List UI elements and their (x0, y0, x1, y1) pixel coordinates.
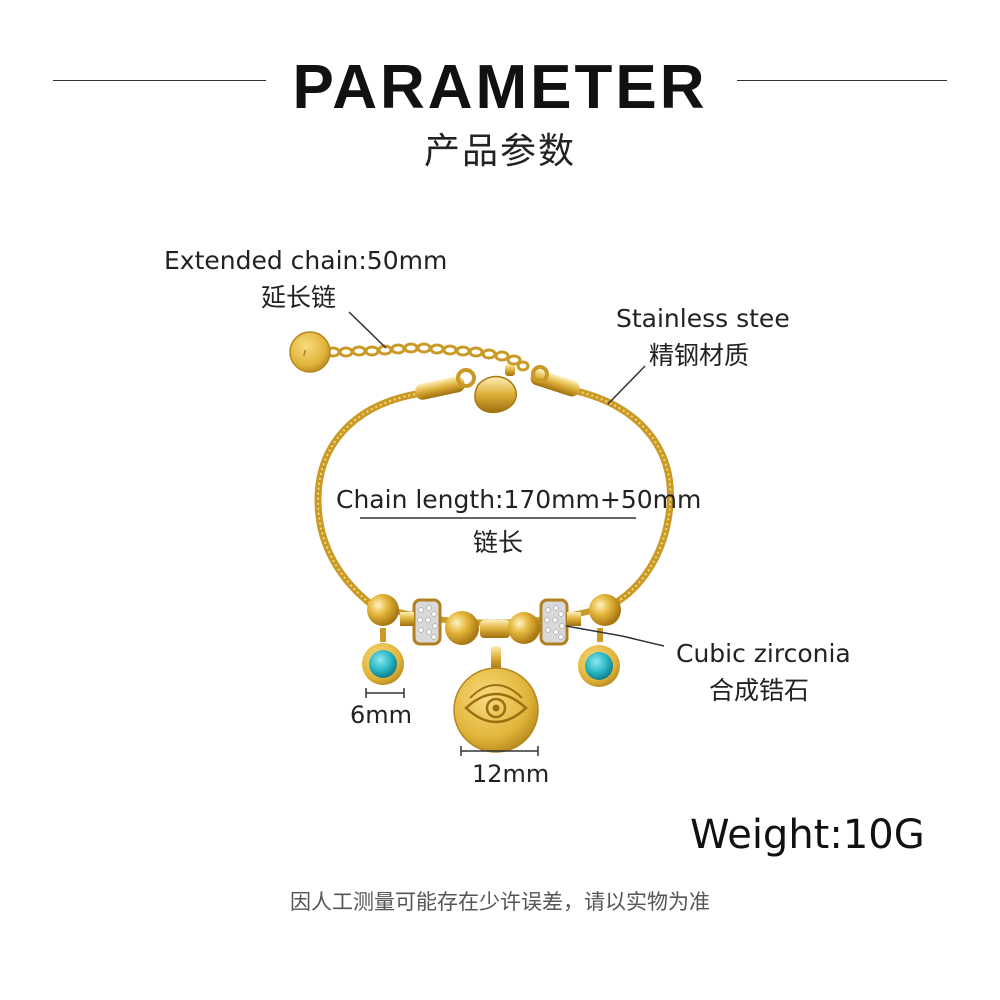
chain-length-label-cn: 链长 (473, 528, 524, 557)
leader-extended-chain (348, 311, 387, 349)
chain-length-label: Chain length:170mm+50mm (336, 485, 702, 514)
leader-stone (565, 625, 665, 647)
dimension-6mm-marker (365, 688, 405, 698)
lobster-clasp (456, 364, 549, 414)
gold-tube (480, 620, 510, 638)
end-cap-left (415, 376, 465, 400)
disclaimer-note: 因人工测量可能存在少许误差，请以实物为准 (290, 890, 710, 914)
page-title: PARAMETER (292, 53, 708, 122)
dimension-12mm-marker (460, 746, 539, 756)
leader-material (607, 365, 646, 405)
gold-bead (589, 594, 621, 626)
page-subtitle: 产品参数 (423, 131, 576, 172)
gold-bead (508, 612, 540, 644)
zirconia-rondelle-right (539, 598, 569, 646)
svg-text:ℓ: ℓ (302, 349, 306, 358)
turquoise-charm-left (362, 628, 404, 685)
zirconia-rondelle-left (412, 598, 442, 646)
material-label: Stainless stee (616, 304, 790, 333)
evil-eye-pendant (453, 646, 539, 753)
extended-chain-label-cn: 延长链 (261, 283, 337, 312)
stone-label-cn: 合成锆石 (709, 676, 810, 705)
stone-label: Cubic zirconia (676, 639, 851, 668)
end-cap-right (530, 369, 580, 397)
header-rule-right (737, 80, 947, 81)
material-label-cn: 精钢材质 (649, 341, 750, 370)
gold-bead (367, 594, 399, 626)
tag-disk (289, 331, 331, 373)
extension-chain (325, 342, 530, 372)
weight-label: Weight:10G (690, 812, 925, 858)
turquoise-charm-right (578, 628, 620, 687)
snake-chain (314, 388, 431, 608)
dimension-6mm-label: 6mm (350, 701, 413, 729)
dimension-12mm-label: 12mm (472, 760, 550, 788)
header-rule-left (53, 80, 266, 81)
gold-bead (445, 611, 479, 645)
extended-chain-label: Extended chain:50mm (164, 246, 448, 275)
